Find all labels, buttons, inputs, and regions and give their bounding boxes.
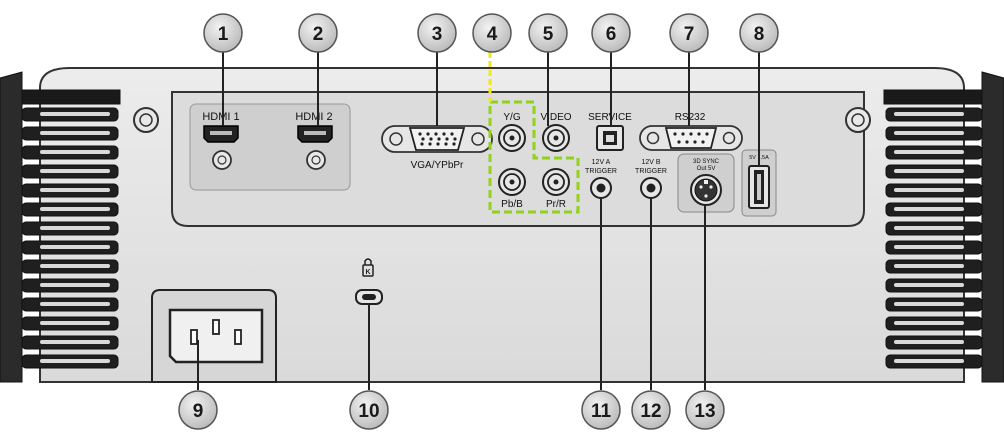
yg-rca-jack[interactable] [498,124,526,152]
trigger-a-label-line1: 12V A [592,159,611,166]
callout-1: 1 [203,13,243,53]
callout-13: 13 [685,390,725,430]
svg-text:4: 4 [487,24,498,45]
svg-text:12: 12 [640,401,661,422]
pbb-label: Pb/B [501,199,523,210]
kensington-lock-icon: K [362,258,374,277]
hdmi2-screw [306,150,326,170]
callout-11: 11 [581,390,621,430]
video-label: VIDEO [540,112,571,123]
vga-port[interactable] [381,125,493,153]
callout-5: 5 [528,13,568,53]
svg-text:2: 2 [313,24,324,45]
svg-text:3: 3 [432,24,443,45]
callout-8: 8 [739,13,779,53]
hdmi1-screw [212,150,232,170]
svg-text:13: 13 [694,401,715,422]
callout-7: 7 [669,13,709,53]
callout-3: 3 [417,13,457,53]
svg-text:8: 8 [754,24,765,45]
panel-screw-left [133,107,159,133]
trigger-a-jack[interactable] [590,177,612,199]
hdmi1-label: HDMI 1 [202,111,239,123]
svg-text:K: K [365,269,370,276]
hdmi2-port[interactable] [297,125,333,143]
ac-power-inlet[interactable] [151,289,277,383]
usb-a-port[interactable] [748,165,770,209]
kensington-lock-slot[interactable] [355,289,383,305]
svg-text:6: 6 [606,24,617,45]
panel-screw-right [845,107,871,133]
callout-6: 6 [591,13,631,53]
sync-din-port[interactable] [690,174,722,206]
callout-9: 9 [178,390,218,430]
vga-label: VGA/YPbPr [411,160,464,171]
rs232-port[interactable] [639,125,743,151]
hdmi1-port[interactable] [203,125,239,143]
callout-leaders [197,52,760,390]
pbb-rca-jack[interactable] [498,168,526,196]
component-group-highlight [488,100,580,214]
trigger-a-label-line2: TRIGGER [585,168,617,175]
trigger-b-jack[interactable] [640,177,662,199]
service-usb-b-port[interactable] [596,125,624,151]
video-rca-jack[interactable] [542,124,570,152]
rs232-label: RS232 [675,112,706,123]
sync-label-line2: Out 5V [697,166,716,172]
hdmi2-label: HDMI 2 [295,111,332,123]
callout-12: 12 [631,390,671,430]
svg-text:11: 11 [591,401,612,422]
callout-2: 2 [298,13,338,53]
trigger-b-label-line2: TRIGGER [635,168,667,175]
svg-text:10: 10 [358,401,379,422]
left-vent-grille [0,71,121,383]
svg-text:5: 5 [543,24,554,45]
right-vent-grille [883,71,1004,383]
prr-label: Pr/R [546,199,566,210]
trigger-b-label-line1: 12V B [641,159,660,166]
callout-10: 10 [349,390,389,430]
sync-label-line1: 3D SYNC [693,159,720,165]
svg-text:9: 9 [193,401,204,422]
prr-rca-jack[interactable] [542,168,570,196]
yg-label: Y/G [503,112,520,123]
svg-text:7: 7 [684,24,695,45]
svg-text:1: 1 [218,24,229,45]
callout-4: 4 [472,13,512,53]
